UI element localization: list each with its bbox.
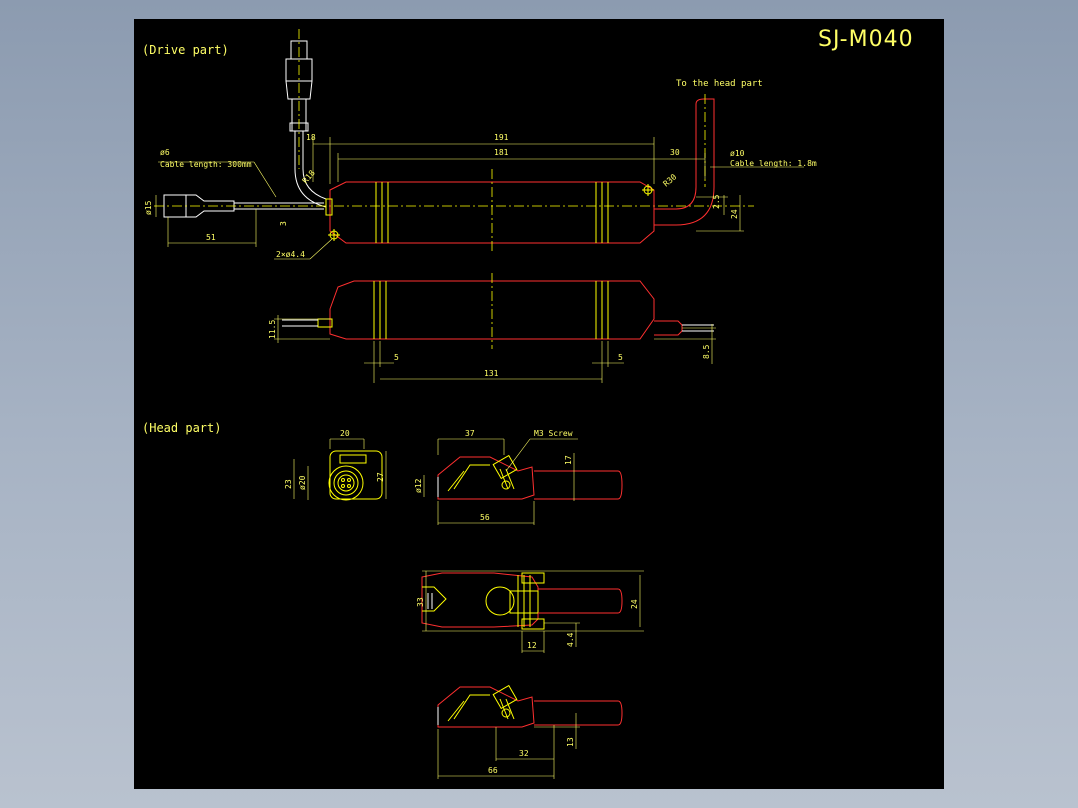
head-dim-27: 27 [376,472,385,482]
dim-5-left: 5 [394,353,399,362]
dim-8-5: 8.5 [702,344,711,359]
head-part-label: (Head part) [142,421,221,435]
note-cable-6: ø6 [160,148,170,157]
note-cable-10: ø10 [730,149,745,158]
note-mounting-holes: 2×ø4.4 [276,250,305,259]
drive-top-view [154,29,754,254]
dim-r30: R30 [662,172,679,188]
dim-3: 3 [279,221,288,226]
head-dim-56: 56 [480,513,490,522]
head-dim-17: 17 [564,455,573,465]
dim-2-5: 2.5 [712,194,721,209]
note-cable-300mm: Cable length: 300mm [160,160,252,169]
dim-d15: ø15 [144,200,153,215]
drawing-sheet: SJ-M040 (Drive part) (Head part) [134,19,944,789]
dim-181: 181 [494,148,509,157]
note-cable-1-8m: Cable length: 1.8m [730,159,817,168]
dim-18: 18 [306,133,316,142]
head-side-view-2: 32 13 66 [437,684,623,779]
dim-191: 191 [494,133,509,142]
head-dim-66: 66 [488,766,498,775]
head-note-m3-screw: M3 Screw [534,429,573,438]
cad-drawing: SJ-M040 (Drive part) (Head part) [142,27,914,779]
dim-51: 51 [206,233,216,242]
drive-top-dimensions: 191 18 181 30 R18 R30 3 ø15 51 2.5 24 [144,133,744,247]
head-dim-12: 12 [527,641,537,650]
head-dim-33: 33 [416,597,425,607]
head-dim-37: 37 [465,429,475,438]
head-dim-4-4: 4.4 [566,632,575,647]
head-dim-32: 32 [519,749,529,758]
drive-side-dimensions: 11.5 5 5 131 8.5 [268,315,716,383]
head-dim-20: 20 [340,429,350,438]
head-dim-23: 23 [284,479,293,489]
head-dim-13: 13 [566,737,575,747]
head-dim-d20: ø20 [298,475,307,490]
drive-side-view [282,273,714,349]
dim-11-5: 11.5 [268,320,277,339]
drive-notes: To the head part ø6 Cable length: 300mm … [158,79,817,260]
dim-131: 131 [484,369,499,378]
head-front-view: 20 23 ø20 27 [284,429,387,501]
dim-30: 30 [670,148,680,157]
head-top-view: 33 24 12 4.4 [416,570,644,653]
head-dim-24: 24 [630,599,639,609]
head-side-view-1: 37 M3 Screw 17 ø12 56 [414,429,623,525]
dim-5-right: 5 [618,353,623,362]
drive-part-label: (Drive part) [142,43,229,57]
dim-24: 24 [730,209,739,219]
note-to-head-part: To the head part [676,79,763,89]
head-dim-d12: ø12 [414,478,423,493]
drawing-title: SJ-M040 [818,27,914,52]
